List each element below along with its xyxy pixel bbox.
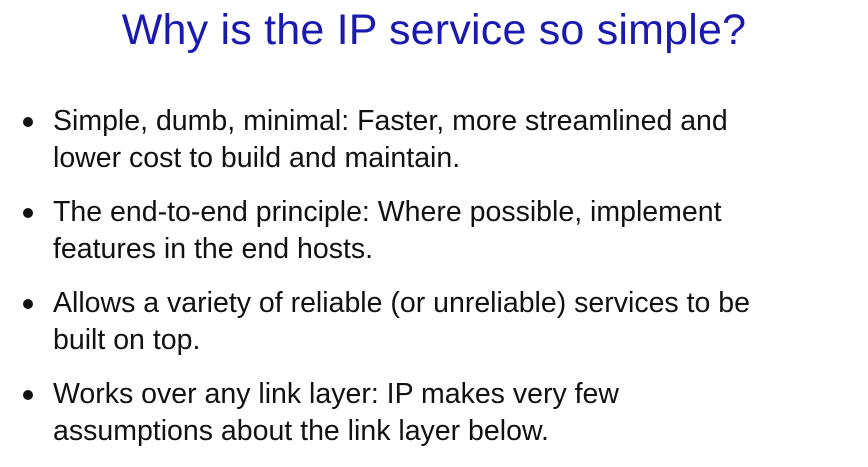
bullet-item: Allows a variety of reliable (or unrelia… (20, 285, 862, 359)
bullet-dot-icon (23, 117, 33, 127)
bullet-dot-icon (23, 299, 33, 309)
bullet-dot-icon (23, 390, 33, 400)
bullet-text-line: Works over any link layer: IP makes very… (53, 378, 619, 410)
bullet-list: Simple, dumb, minimal: Faster, more stre… (20, 103, 862, 467)
bullet-text-line: Simple, dumb, minimal: Faster, more stre… (53, 105, 728, 137)
bullet-item: Simple, dumb, minimal: Faster, more stre… (20, 103, 862, 177)
bullet-text-line: built on top. (53, 324, 201, 356)
bullet-text-line: Allows a variety of reliable (or unrelia… (53, 287, 750, 319)
bullet-item: Works over any link layer: IP makes very… (20, 376, 862, 450)
bullet-dot-icon (23, 208, 33, 218)
slide-title: Why is the IP service so simple? (121, 6, 747, 54)
bullet-text-line: features in the end hosts. (53, 233, 374, 265)
bullet-text-line: The end-to-end principle: Where possible… (53, 196, 722, 228)
bullet-text-line: lower cost to build and maintain. (53, 142, 461, 174)
bullet-item: The end-to-end principle: Where possible… (20, 194, 862, 268)
bullet-text-line: assumptions about the link layer below. (53, 415, 549, 447)
